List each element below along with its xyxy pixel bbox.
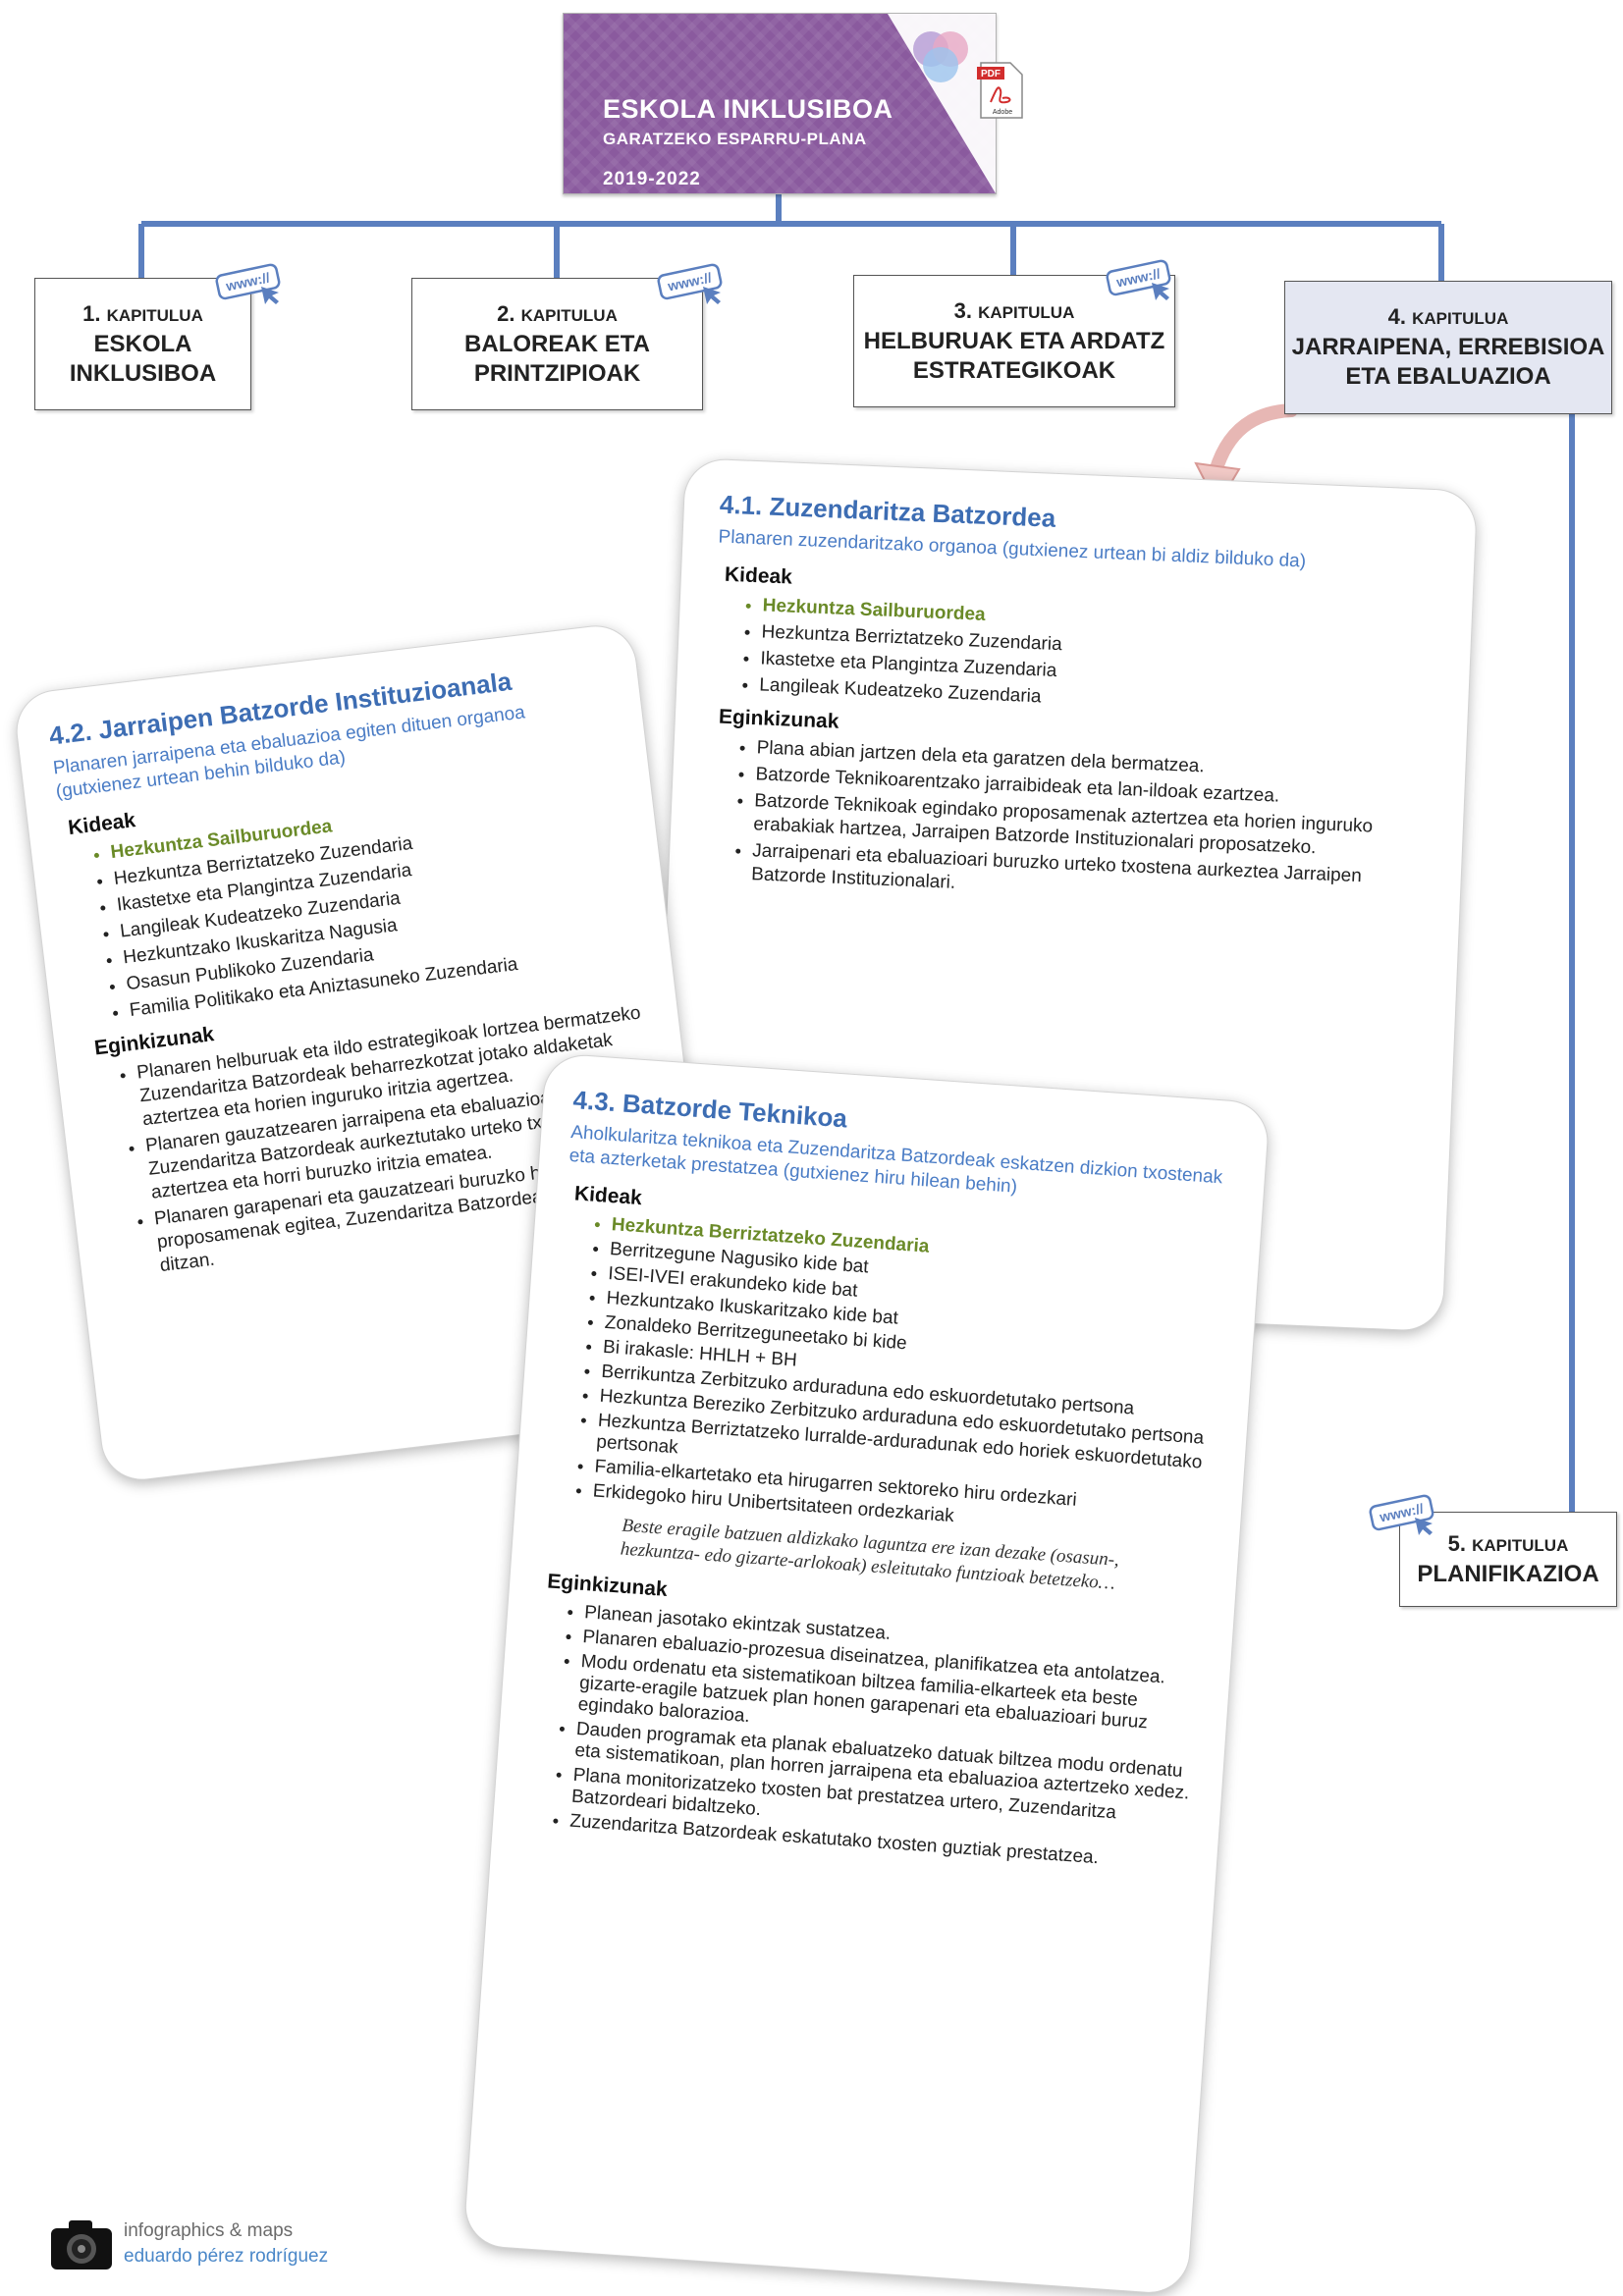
cover-title: ESKOLA INKLUSIBOA	[603, 94, 893, 125]
www-link-icon[interactable]: www://	[1105, 257, 1181, 302]
venn-logo-icon	[907, 27, 976, 86]
chapter-title-line2: PRINTZIPIOAK	[412, 359, 702, 389]
chapter-4-box[interactable]: 4. KAPITULUA JARRAIPENA, ERREBISIOA ETA …	[1284, 281, 1612, 414]
pdf-icon[interactable]: PDF Adobe	[977, 61, 1024, 120]
members-list: Hezkuntza Sailburuordea Hezkuntza Berriz…	[712, 592, 1436, 725]
pdf-label: PDF	[981, 69, 1001, 80]
credit-line-1: infographics & maps	[124, 2220, 293, 2242]
members-list: Hezkuntza Berriztatzeko Zuzendaria Berri…	[545, 1211, 1229, 1546]
cover-years: 2019-2022	[603, 169, 701, 190]
plan-cover-image[interactable]: ESKOLA INKLUSIBOA GARATZEKO ESPARRU-PLAN…	[563, 13, 997, 194]
chapter-title-line2: INKLUSIBOA	[35, 359, 250, 389]
author-credit: infographics & maps eduardo pérez rodríg…	[49, 2216, 344, 2275]
www-link-icon[interactable]: www://	[214, 261, 291, 306]
chapter-title-line2: ETA EBALUAZIOA	[1285, 362, 1611, 392]
chapter-title-line2: ESTRATEGIKOAK	[854, 356, 1174, 386]
cover-subtitle: GARATZEKO ESPARRU-PLANA	[603, 130, 867, 149]
panel-batzorde-teknikoa: 4.3. Batzorde Teknikoa Aholkularitza tek…	[462, 1052, 1271, 2296]
credit-line-2: eduardo pérez rodríguez	[124, 2246, 328, 2268]
www-link-icon[interactable]: www://	[656, 261, 732, 306]
chapter-number: 4. KAPITULUA	[1285, 303, 1611, 333]
www-link-icon[interactable]: www://	[1368, 1492, 1444, 1537]
tasks-list: Planean jasotako ekintzak sustatzea. Pla…	[522, 1599, 1203, 1876]
chapter-title-line1: ESKOLA	[35, 330, 250, 359]
camera-icon	[49, 2216, 114, 2271]
chapter-title-line1: JARRAIPENA, ERREBISIOA	[1285, 333, 1611, 362]
tasks-list: Plana abian jartzen dela eta garatzen de…	[704, 734, 1431, 915]
chapter-title-line1: HELBURUAK ETA ARDATZ	[854, 327, 1174, 356]
chapter-title-line1: BALOREAK ETA	[412, 330, 702, 359]
pdf-brand: Adobe	[993, 109, 1012, 116]
chapter-title-line1: PLANIFIKAZIOA	[1400, 1560, 1616, 1589]
